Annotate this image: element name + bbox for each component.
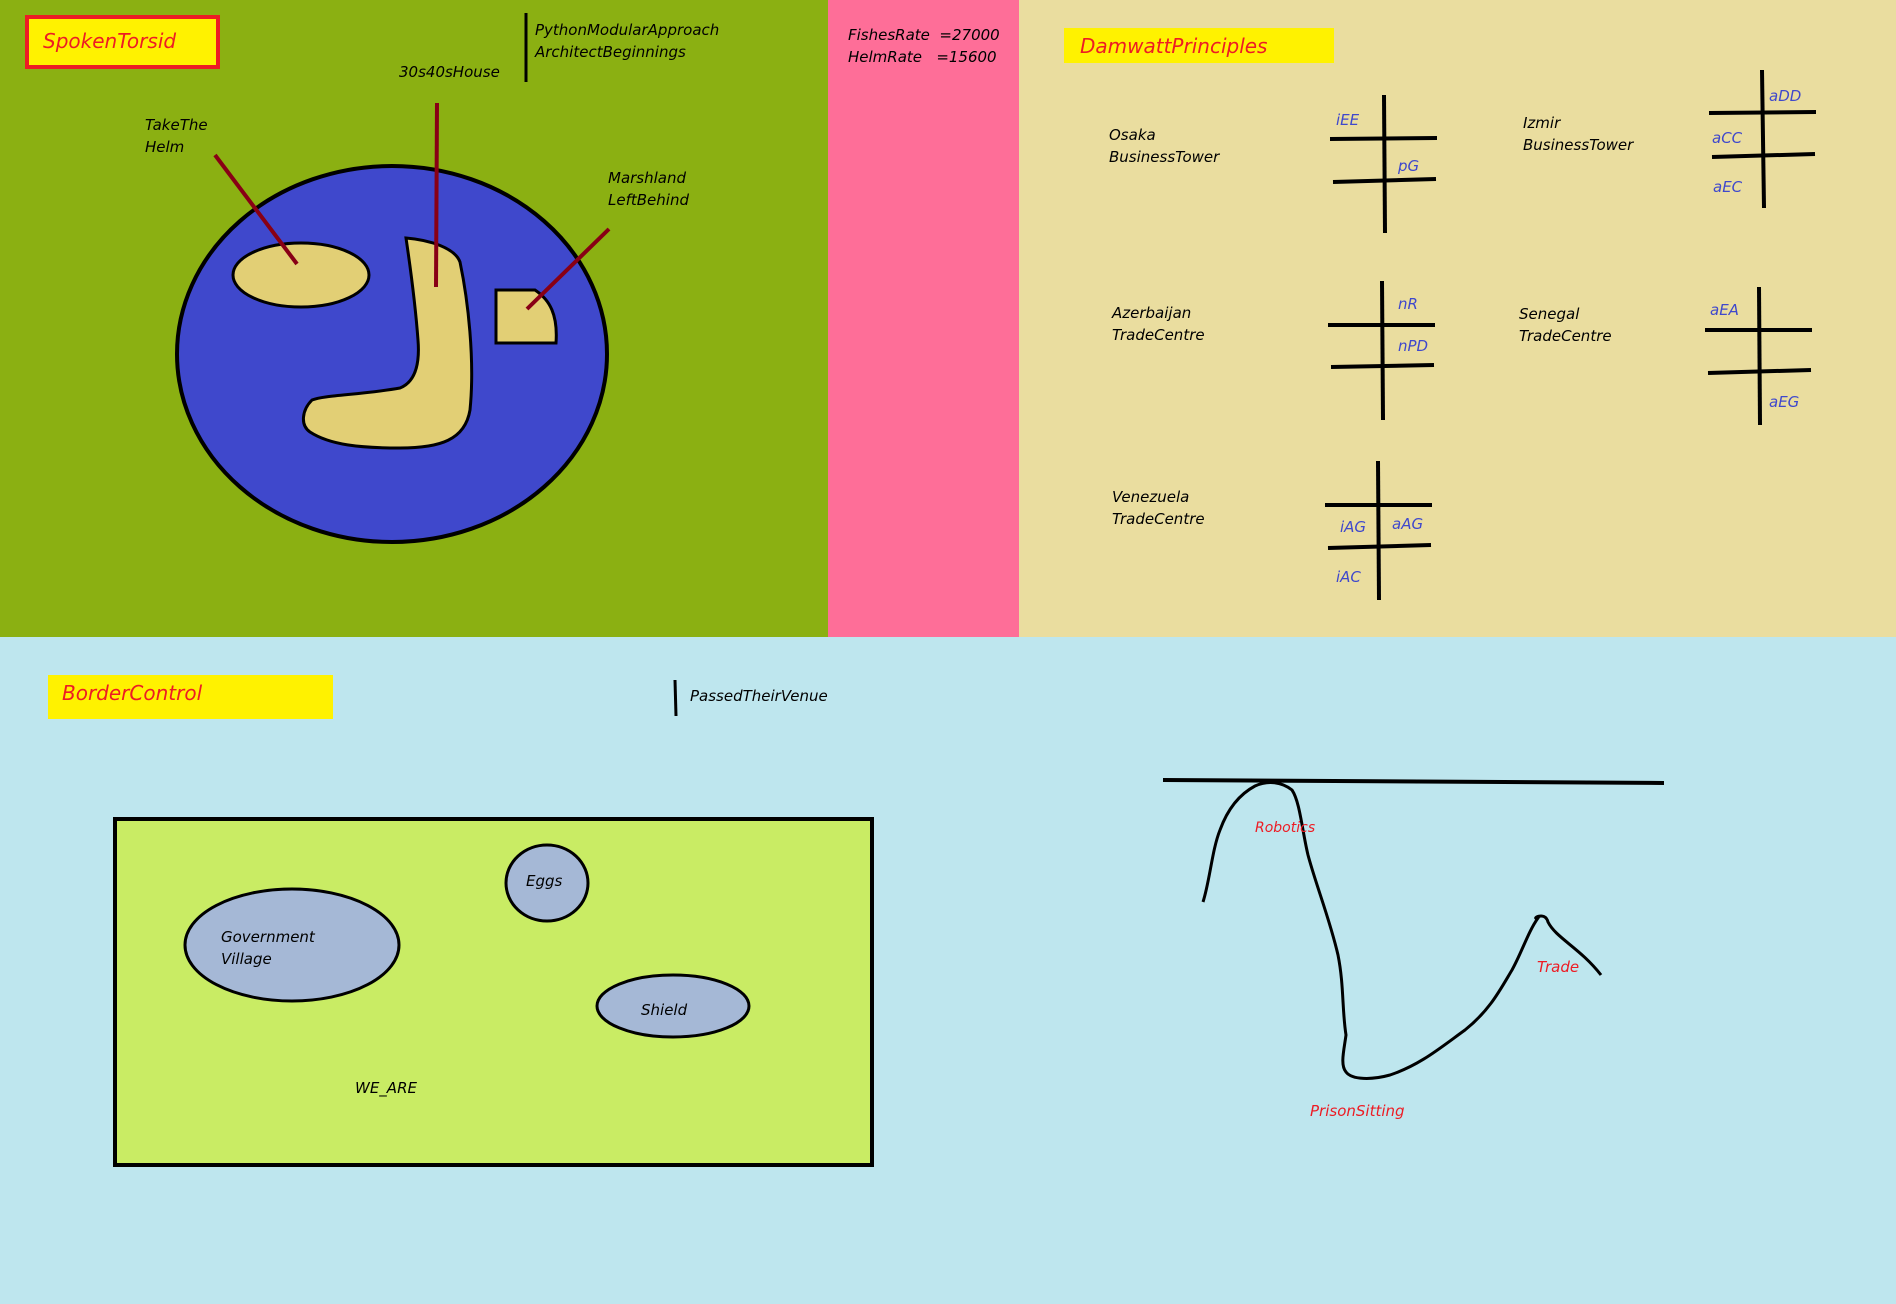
label-take-the-helm-2: Helm [145,138,184,156]
tower-code: aDD [1769,87,1801,105]
government-village-ellipse [183,887,401,1003]
tower-osaka: Osaka BusinessTower iEE pG [1109,94,1438,234]
world-ellipse [175,164,609,544]
eggs-ellipse [504,843,590,923]
rates-panel-bg [828,0,1019,637]
tower-cross-vertical [1382,94,1387,234]
damwatt-panel-bg [1019,0,1896,637]
tower-code: nR [1398,295,1418,313]
tower-code: aEC [1713,178,1743,196]
gov-label-line1: Government [221,928,316,946]
tower-cross-lower [1711,152,1816,159]
gov-label-line2: Village [221,950,272,968]
label-house: 30s40sHouse [399,63,500,81]
spoken-note-line2: ArchitectBeginnings [534,43,686,61]
tower-cross-vertical [1376,460,1381,601]
spoken-note-line1: PythonModularApproach [535,21,719,39]
market-curve [1201,781,1603,1080]
house-island [302,236,474,450]
tower-name-line2: TradeCentre [1112,510,1205,528]
tower-cross-vertical [1760,69,1766,209]
damwatt-title-box [1064,28,1334,63]
spoken-title-box [25,15,220,69]
tower-cross-vertical [1380,280,1385,421]
tower-name-line1: Osaka [1109,126,1156,144]
tower-code: iEE [1336,111,1360,129]
curve-baseline [1162,778,1665,785]
helm-rate: HelmRate =15600 [848,48,997,66]
trade-label: Trade [1537,958,1579,976]
tower-code: aAG [1392,515,1423,533]
tower-izmir: Izmir BusinessTower aDD aCC aEC [1523,69,1817,209]
prison-sitting-label: PrisonSitting [1310,1102,1405,1120]
border-title-box [48,675,333,719]
tower-name-line2: TradeCentre [1112,326,1205,344]
we-are-box [113,817,874,1167]
tower-code: aEG [1769,393,1799,411]
label-take-the-helm-1: TakeThe [145,116,208,134]
tower-code: aEA [1710,301,1739,319]
eggs-label: Eggs [526,872,563,890]
tower-cross-upper [1329,136,1438,141]
shield-label: Shield [641,1001,688,1019]
border-note-divider [673,679,678,717]
tower-code: pG [1397,157,1419,175]
marsh-pointer [525,227,611,311]
tower-name-line2: BusinessTower [1109,148,1220,166]
fishes-rate: FishesRate =27000 [848,26,1000,44]
tower-cross-vertical [1757,286,1762,426]
tower-name-line1: Izmir [1523,114,1561,132]
tower-azerbaijan: Azerbaijan TradeCentre nR nPD [1111,280,1435,421]
border-title: BorderControl [62,681,203,705]
label-marshland-1: Marshland [608,169,686,187]
shield-ellipse [595,973,751,1039]
helm-pointer [213,153,299,266]
tower-code: iAG [1340,518,1366,536]
tower-name-line1: Senegal [1519,305,1580,323]
tower-cross-lower [1332,177,1437,184]
tower-senegal: Senegal TradeCentre aEA aEG [1519,286,1812,426]
tower-cross-lower [1327,543,1432,550]
tower-code: iAC [1336,568,1361,586]
border-note: PassedTheirVenue [690,687,828,705]
we-are-label: WE_ARE [355,1079,417,1098]
house-pointer [434,102,439,288]
tower-code: aCC [1712,129,1743,147]
tower-venezuela: Venezuela TradeCentre iAG aAG iAC [1112,460,1432,601]
tower-cross-lower [1330,363,1435,369]
damwatt-title: DamwattPrinciples [1080,34,1267,58]
label-marshland-2: LeftBehind [608,191,689,209]
marsh-island [494,288,558,345]
tower-name-line1: Venezuela [1112,488,1189,506]
tower-name-line2: TradeCentre [1519,327,1612,345]
tower-name-line1: Azerbaijan [1111,304,1191,322]
tower-cross-lower [1707,368,1812,375]
tower-name-line2: BusinessTower [1523,136,1634,154]
helm-island [231,241,371,309]
spoken-title: SpokenTorsid [43,29,176,53]
robotics-label: Robotics [1255,820,1315,836]
tower-code: nPD [1398,337,1428,355]
tower-cross-upper [1708,110,1817,115]
